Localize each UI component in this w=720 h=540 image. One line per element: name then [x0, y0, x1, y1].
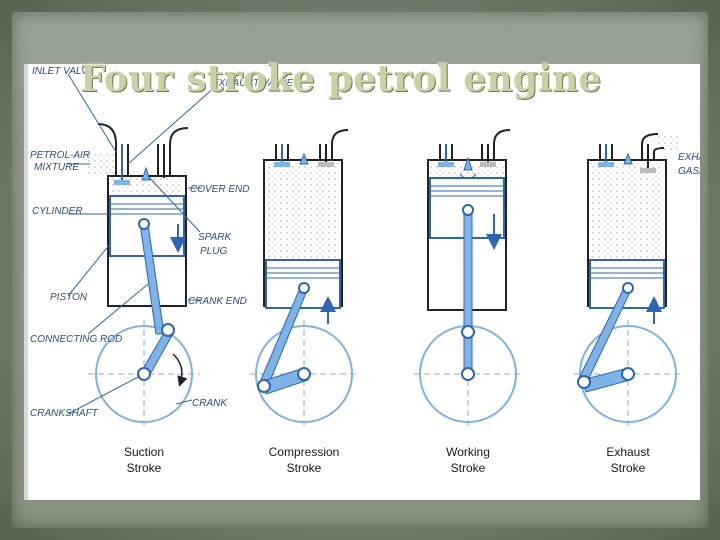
label-exhaust-gases-1: EXHAU [678, 152, 700, 163]
label-connecting-rod: CONNECTING ROD [30, 334, 122, 345]
label-crank-end: CRANK END [188, 296, 247, 307]
label-crankshaft: CRANKSHAFT [30, 408, 99, 419]
caption-working-2: Stroke [451, 461, 486, 475]
leader-lines [67, 73, 217, 415]
label-petrol-air: PETROL-AIR [30, 150, 90, 161]
engine-diagram-svg: INLET VALVE EXHAUST VALVE PETROL-AIR MIX… [30, 66, 700, 475]
label-cylinder: CYLINDER [32, 206, 83, 217]
caption-compression-2: Stroke [287, 461, 322, 475]
label-inlet-valve: INLET VALVE [32, 66, 95, 77]
caption-suction-1: Suction [124, 445, 164, 459]
caption-exhaust-1: Exhaust [606, 445, 650, 459]
engine-compression [250, 129, 358, 428]
label-crank: CRANK [192, 398, 228, 409]
caption-suction-2: Stroke [127, 461, 162, 475]
engine-exhaust [574, 133, 682, 428]
engine-diagram: INLET VALVE EXHAUST VALVE PETROL-AIR MIX… [24, 64, 700, 500]
label-cover-end: COVER END [190, 184, 249, 195]
engine-suction [88, 123, 200, 428]
label-exhaust-valve: EXHAUST VALVE [212, 78, 293, 89]
label-mixture: MIXTURE [34, 162, 79, 173]
engine-working [414, 129, 522, 428]
caption-compression-1: Compression [269, 445, 340, 459]
label-piston: PISTON [50, 292, 88, 303]
label-plug: PLUG [200, 246, 227, 257]
caption-working-1: Working [446, 445, 490, 459]
label-spark: SPARK [198, 232, 232, 243]
slide-title: Four stroke petrol engine [80, 58, 602, 100]
caption-exhaust-2: Stroke [611, 461, 646, 475]
label-exhaust-gases-2: GASES [678, 166, 700, 177]
